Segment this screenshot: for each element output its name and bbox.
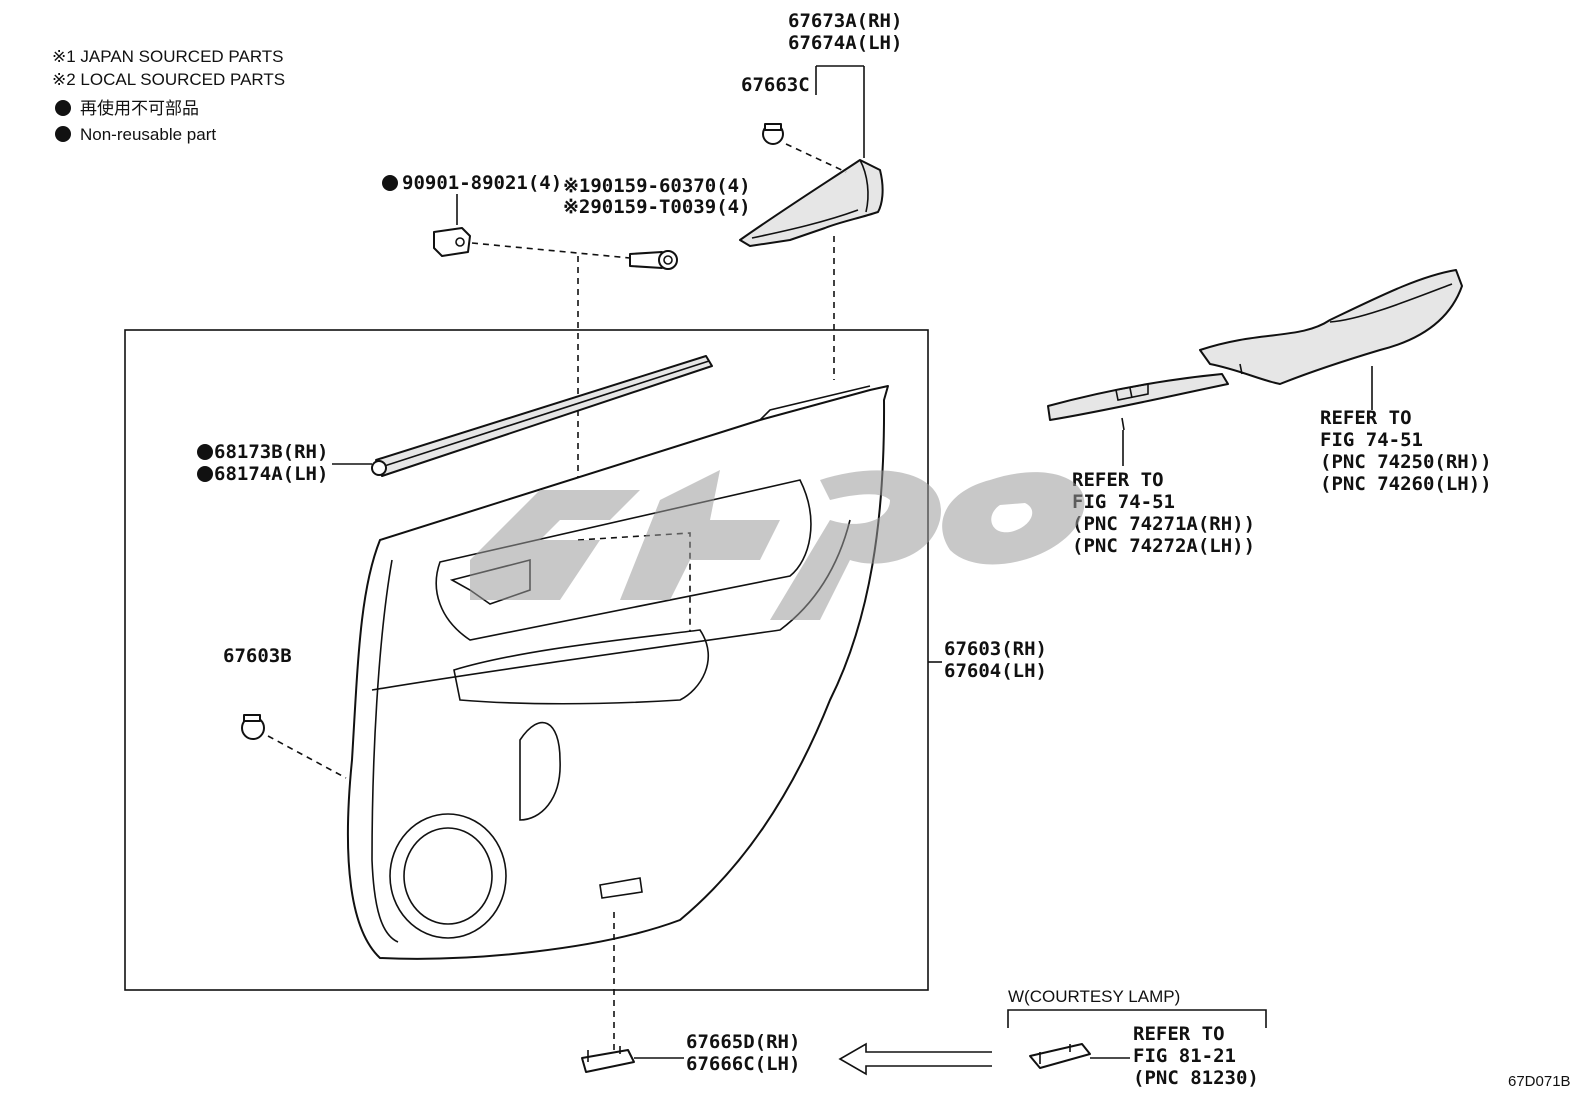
ref-armrest-1: FIG 74-51 xyxy=(1320,429,1423,451)
clip-67663c-part xyxy=(762,123,784,145)
non-reusable-dot-icon xyxy=(197,466,213,482)
courtesy-lamp-label: W(COURTESY LAMP) xyxy=(1008,987,1180,1006)
label-weather-lh: 68174A(LH) xyxy=(214,463,328,485)
ref-lamp-0: REFER TO xyxy=(1133,1023,1225,1045)
ref-armrest-3: (PNC 74260(LH)) xyxy=(1320,473,1492,495)
ref-armrest-0: REFER TO xyxy=(1320,407,1412,429)
label-cover-lh: 67666C(LH) xyxy=(686,1053,800,1075)
non-reusable-dot-icon xyxy=(382,175,398,191)
note-local-sourced: ※2 LOCAL SOURCED PARTS xyxy=(52,70,285,89)
note-non-reusable-en: Non-reusable part xyxy=(80,125,216,144)
label-weather-rh: 68173B(RH) xyxy=(214,441,328,463)
upper-garnish-part xyxy=(739,159,884,247)
arrow-left-icon xyxy=(838,1042,992,1076)
note-non-reusable-jp: 再使用不可部品 xyxy=(80,98,199,118)
note-japan-sourced: ※1 JAPAN SOURCED PARTS xyxy=(52,47,284,66)
label-clip-top: 67663C xyxy=(741,74,810,96)
ref-lamp-1: FIG 81-21 xyxy=(1133,1045,1236,1067)
ref-armrest-2: (PNC 74250(RH)) xyxy=(1320,451,1492,473)
cover-part xyxy=(581,1046,635,1073)
non-reusable-dot-icon xyxy=(55,100,71,116)
label-panel-lh: 67604(LH) xyxy=(944,660,1047,682)
clip-67603b-part xyxy=(241,714,265,740)
legend: ※1 JAPAN SOURCED PARTS ※2 LOCAL SOURCED … xyxy=(52,47,285,144)
weatherstrip-part xyxy=(371,355,713,477)
label-panel-rh: 67603(RH) xyxy=(944,638,1047,660)
diagram-code: 67D071B xyxy=(1508,1073,1571,1090)
ref-lamp-2: (PNC 81230) xyxy=(1133,1067,1259,1089)
dashed-guide xyxy=(267,735,347,779)
bracket xyxy=(1007,1009,1267,1028)
non-reusable-dot-icon xyxy=(197,444,213,460)
door-trim-panel-part xyxy=(346,385,889,960)
label-clip-90901: 90901-89021(4) xyxy=(402,172,562,194)
panel-frame xyxy=(124,329,929,991)
switch-base-part xyxy=(1047,373,1229,431)
label-trim-rh: 67673A(RH) xyxy=(788,10,902,32)
ref-switch-3: (PNC 74272A(LH)) xyxy=(1072,535,1255,557)
ref-switch-0: REFER TO xyxy=(1072,469,1164,491)
dashed-guide xyxy=(785,143,847,173)
label-cover-rh: 67665D(RH) xyxy=(686,1031,800,1053)
courtesy-lamp-part xyxy=(1029,1043,1091,1069)
armrest-pad-part xyxy=(1199,269,1463,385)
label-trim-lh: 67674A(LH) xyxy=(788,32,902,54)
ref-switch-2: (PNC 74271A(RH)) xyxy=(1072,513,1255,535)
watermark xyxy=(470,470,1085,620)
dashed-guide xyxy=(471,242,631,259)
screw-part xyxy=(629,250,678,270)
non-reusable-dot-icon xyxy=(55,126,71,142)
clip-90901-part xyxy=(433,227,471,257)
label-clip-side: 67603B xyxy=(223,645,292,667)
label-screw-jp: ※190159-60370(4) xyxy=(563,175,751,197)
ref-switch-1: FIG 74-51 xyxy=(1072,491,1175,513)
label-screw-local: ※290159-T0039(4) xyxy=(563,196,751,218)
